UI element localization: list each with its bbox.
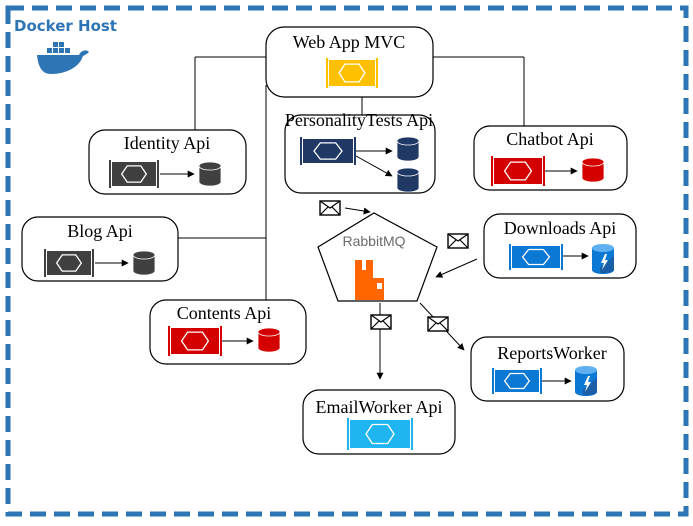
rabbitmq-logo-icon [355,260,384,300]
chatbot-node: Chatbot Api [473,125,628,191]
personality-label: PersonalityTests Api [285,110,433,130]
rabbitmq-box [317,212,438,302]
database-icon [198,161,222,187]
arrow-personality-to-rabbitmq [344,207,371,215]
api-icon [347,418,413,450]
webapp-connectors [178,56,525,300]
contents-label: Contents Api [177,303,272,323]
webapp-label: Web App MVC [293,32,406,52]
cosmos-db-icon [592,244,614,274]
blog-node: Blog Api [21,216,179,282]
identity-label: Identity Api [124,133,211,153]
database-icon [132,250,156,276]
docker-host-border [5,5,689,517]
arrow-downloads-to-rabbitmq [435,258,478,278]
database-icon [257,327,281,353]
database-icon [396,167,420,193]
api-icon [300,137,356,165]
downloads-node: Downloads Api [483,213,637,279]
reports-node: ReportsWorker [470,336,625,402]
rabbitmq-label: RabbitMQ [342,233,405,249]
envelope-icon [319,200,341,216]
envelope-icon [427,316,449,332]
webapp-node: Web App MVC [265,26,434,98]
api-icon [109,160,159,188]
rabbitmq-node: RabbitMQ [317,212,438,302]
blog-label: Blog Api [67,221,133,241]
envelope-icon [370,314,392,330]
api-icon [168,326,222,356]
api-icon [509,244,563,270]
database-icon [396,136,420,162]
downloads-label: Downloads Api [504,218,617,238]
api-icon [491,156,545,186]
personality-node: PersonalityTests Api [284,110,436,194]
database-icon [581,157,605,183]
docker-host-label: Docker Host [14,17,117,35]
api-icon [44,249,94,277]
docker-whale-icon [37,42,89,74]
reports-label: ReportsWorker [497,343,607,363]
api-gateway-icon [326,58,378,88]
email-label: EmailWorker Api [315,397,442,417]
identity-node: Identity Api [88,129,247,195]
cosmos-db-icon [575,366,597,396]
email-node: EmailWorker Api [302,389,456,455]
chatbot-label: Chatbot Api [506,129,594,149]
api-icon [492,368,542,394]
contents-node: Contents Api [149,299,307,365]
envelope-icon [447,233,469,249]
